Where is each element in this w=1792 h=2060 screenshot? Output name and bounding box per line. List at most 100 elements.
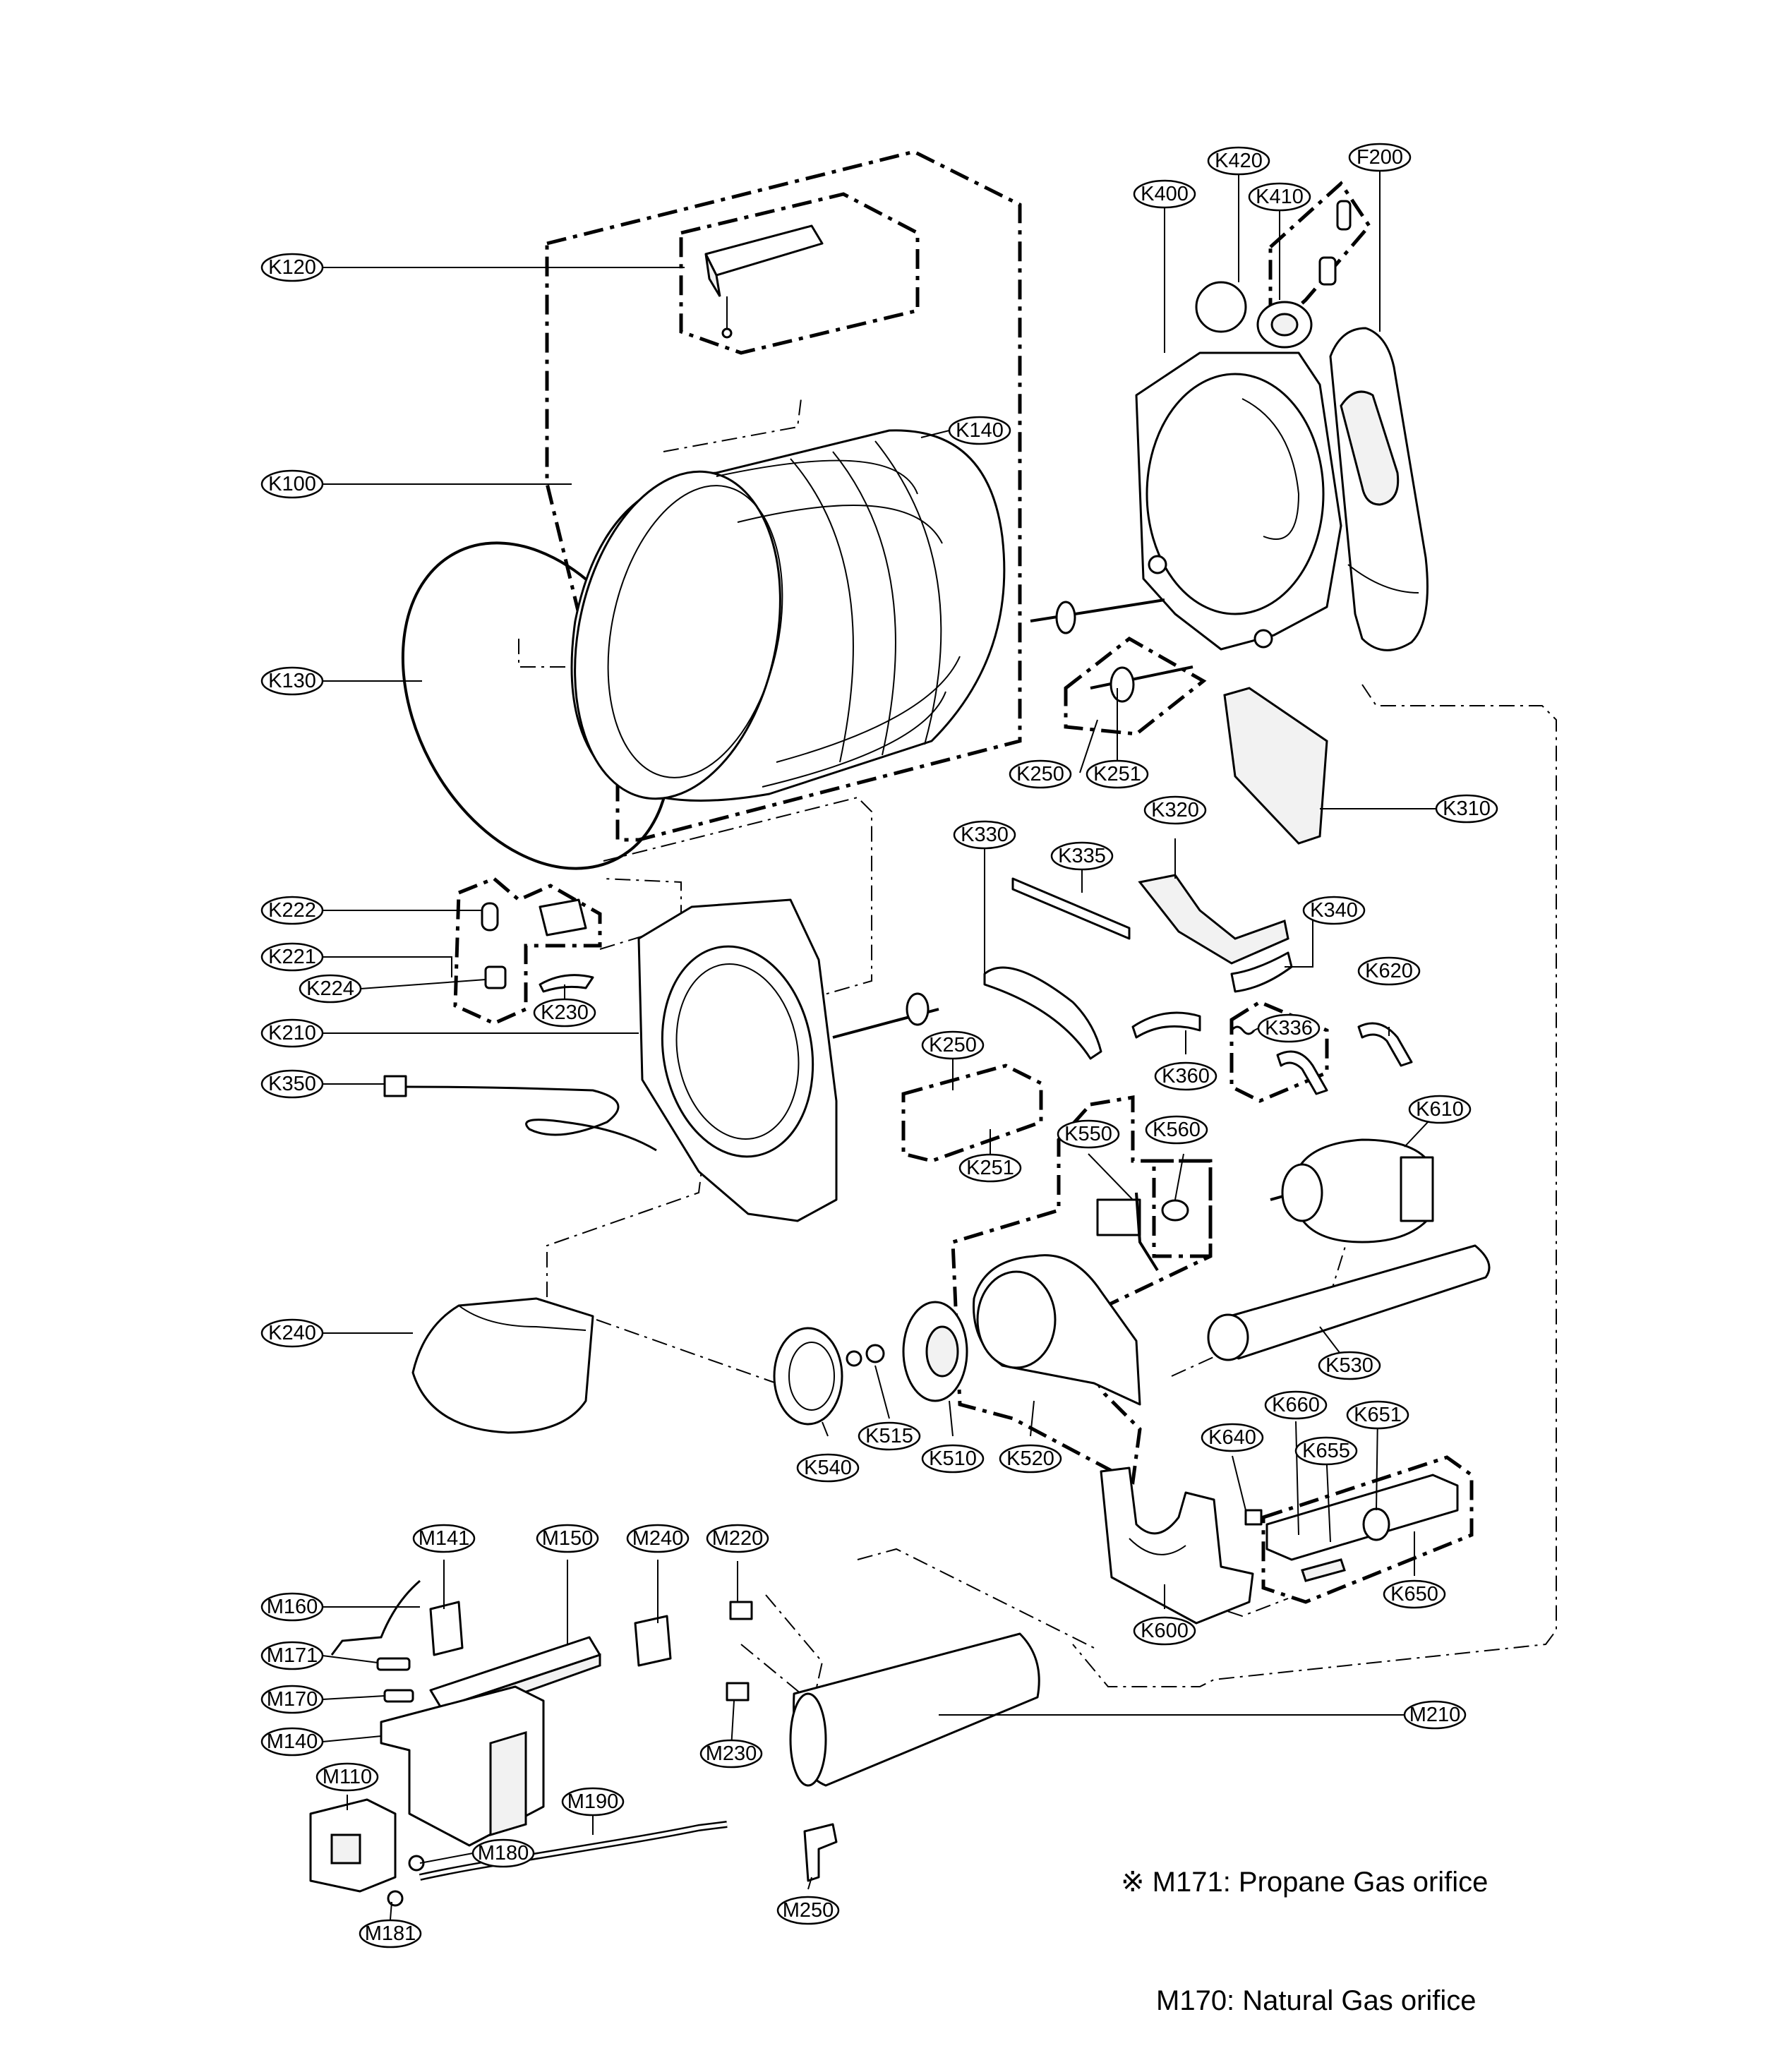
svg-text:K651: K651 xyxy=(1354,1404,1402,1426)
drum-to-front-link xyxy=(603,796,872,1010)
svg-text:K335: K335 xyxy=(1058,845,1106,867)
gas-valve-link xyxy=(765,1594,824,1694)
callout-m141: M141 xyxy=(412,1524,476,1553)
note-line-propane: ※ M171: Propane Gas orifice xyxy=(1121,1867,1489,1898)
callout-k540: K540 xyxy=(796,1453,860,1483)
burner-duct xyxy=(789,1632,1040,1787)
svg-text:M180: M180 xyxy=(478,1842,529,1865)
gas-elbow xyxy=(387,1890,404,1907)
rear-bracket-b xyxy=(1336,200,1352,231)
lint-filter xyxy=(1223,687,1328,845)
lint-duct xyxy=(411,1297,594,1434)
lifter-link xyxy=(663,398,802,452)
svg-text:K640: K640 xyxy=(1208,1426,1256,1449)
drum-assembly-boundary xyxy=(545,150,1022,842)
k240-link xyxy=(546,1136,706,1327)
spring xyxy=(1230,1025,1256,1035)
callout-k222: K222 xyxy=(260,896,324,925)
callout-k550: K550 xyxy=(1057,1119,1120,1149)
thermistor xyxy=(1161,1199,1189,1222)
callout-k620: K620 xyxy=(1357,956,1421,986)
svg-text:K221: K221 xyxy=(268,946,316,968)
sensor-bracket xyxy=(1096,1198,1141,1236)
callout-m171: M171 xyxy=(260,1641,324,1670)
svg-text:K360: K360 xyxy=(1162,1065,1210,1088)
rear-bulkhead-link xyxy=(1072,684,1557,1687)
callout-k515: K515 xyxy=(858,1421,921,1451)
svg-text:K350: K350 xyxy=(268,1073,316,1095)
callout-k530: K530 xyxy=(1318,1351,1381,1380)
high-limit-thermostat xyxy=(726,1682,750,1701)
svg-text:K240: K240 xyxy=(268,1322,316,1344)
callout-k360: K360 xyxy=(1154,1061,1217,1091)
callout-m170: M170 xyxy=(260,1685,324,1714)
lamp-lens xyxy=(539,974,594,993)
callout-k221: K221 xyxy=(260,942,324,972)
filter-housing xyxy=(1329,327,1429,651)
svg-text:M190: M190 xyxy=(567,1790,619,1813)
idler-spring xyxy=(1301,1558,1346,1582)
callout-k420: K420 xyxy=(1207,146,1270,176)
callout-k140: K140 xyxy=(948,416,1011,445)
leader-lines xyxy=(322,157,1441,1920)
svg-text:K550: K550 xyxy=(1064,1123,1112,1145)
svg-text:K660: K660 xyxy=(1272,1394,1320,1416)
callout-m210: M210 xyxy=(1403,1700,1467,1730)
callout-k651: K651 xyxy=(1346,1400,1409,1430)
orifice-note: ※ M171: Propane Gas orifice M170: Natura… xyxy=(1121,1783,1488,2060)
idler-pulley xyxy=(1362,1507,1390,1541)
callout-f200: F200 xyxy=(1348,143,1412,172)
svg-text:K650: K650 xyxy=(1390,1583,1438,1606)
gas-valve xyxy=(309,1798,397,1893)
front-support xyxy=(983,877,1131,1060)
svg-text:K400: K400 xyxy=(1141,183,1189,205)
svg-text:K530: K530 xyxy=(1325,1354,1373,1377)
svg-text:K210: K210 xyxy=(268,1022,316,1044)
rear-bracket-a xyxy=(1318,256,1337,286)
igniter-wire xyxy=(330,1579,421,1656)
callout-k130: K130 xyxy=(260,666,324,696)
duct-mount-bracket xyxy=(803,1823,838,1882)
callout-m180: M180 xyxy=(471,1838,535,1868)
svg-text:K600: K600 xyxy=(1141,1620,1189,1642)
callout-k120: K120 xyxy=(260,253,324,282)
callout-k655: K655 xyxy=(1294,1436,1358,1466)
callout-k251-lower: K251 xyxy=(958,1153,1022,1183)
callout-m190: M190 xyxy=(561,1787,625,1817)
svg-text:M181: M181 xyxy=(365,1922,416,1945)
callout-k510: K510 xyxy=(921,1444,985,1474)
svg-text:K620: K620 xyxy=(1365,960,1413,982)
motor-sensor-group-boundary xyxy=(1152,1159,1213,1258)
front-bulkhead xyxy=(637,898,939,1222)
svg-text:K520: K520 xyxy=(1006,1447,1054,1470)
motor-strap-a xyxy=(1276,1050,1328,1095)
svg-text:K222: K222 xyxy=(268,899,316,922)
burner-bracket xyxy=(634,1615,672,1667)
callout-k224: K224 xyxy=(299,974,362,1004)
propane-orifice xyxy=(376,1657,411,1671)
svg-text:M240: M240 xyxy=(632,1527,684,1550)
svg-text:M140: M140 xyxy=(267,1730,318,1753)
callout-m140: M140 xyxy=(260,1727,324,1757)
callout-k210: K210 xyxy=(260,1018,324,1048)
callout-m160: M160 xyxy=(260,1592,324,1622)
callout-m240: M240 xyxy=(626,1524,690,1553)
svg-text:K420: K420 xyxy=(1215,150,1263,172)
parts xyxy=(309,200,1491,1907)
lifter xyxy=(704,224,824,339)
idler-bracket xyxy=(1244,1509,1263,1526)
svg-text:K130: K130 xyxy=(268,670,316,692)
svg-text:K320: K320 xyxy=(1151,799,1199,821)
ring-seal-link xyxy=(596,1319,777,1384)
svg-text:K120: K120 xyxy=(268,256,316,279)
burner-bracket-assembly xyxy=(380,1685,545,1847)
svg-text:K250: K250 xyxy=(929,1034,977,1056)
svg-text:M110: M110 xyxy=(323,1766,372,1788)
callout-m181: M181 xyxy=(359,1919,422,1948)
svg-text:K510: K510 xyxy=(929,1447,977,1470)
lamp-socket xyxy=(484,965,507,989)
motor-strap-b xyxy=(1357,1022,1413,1067)
assembly-boundaries xyxy=(453,150,1557,1694)
callout-k350: K350 xyxy=(260,1069,324,1099)
